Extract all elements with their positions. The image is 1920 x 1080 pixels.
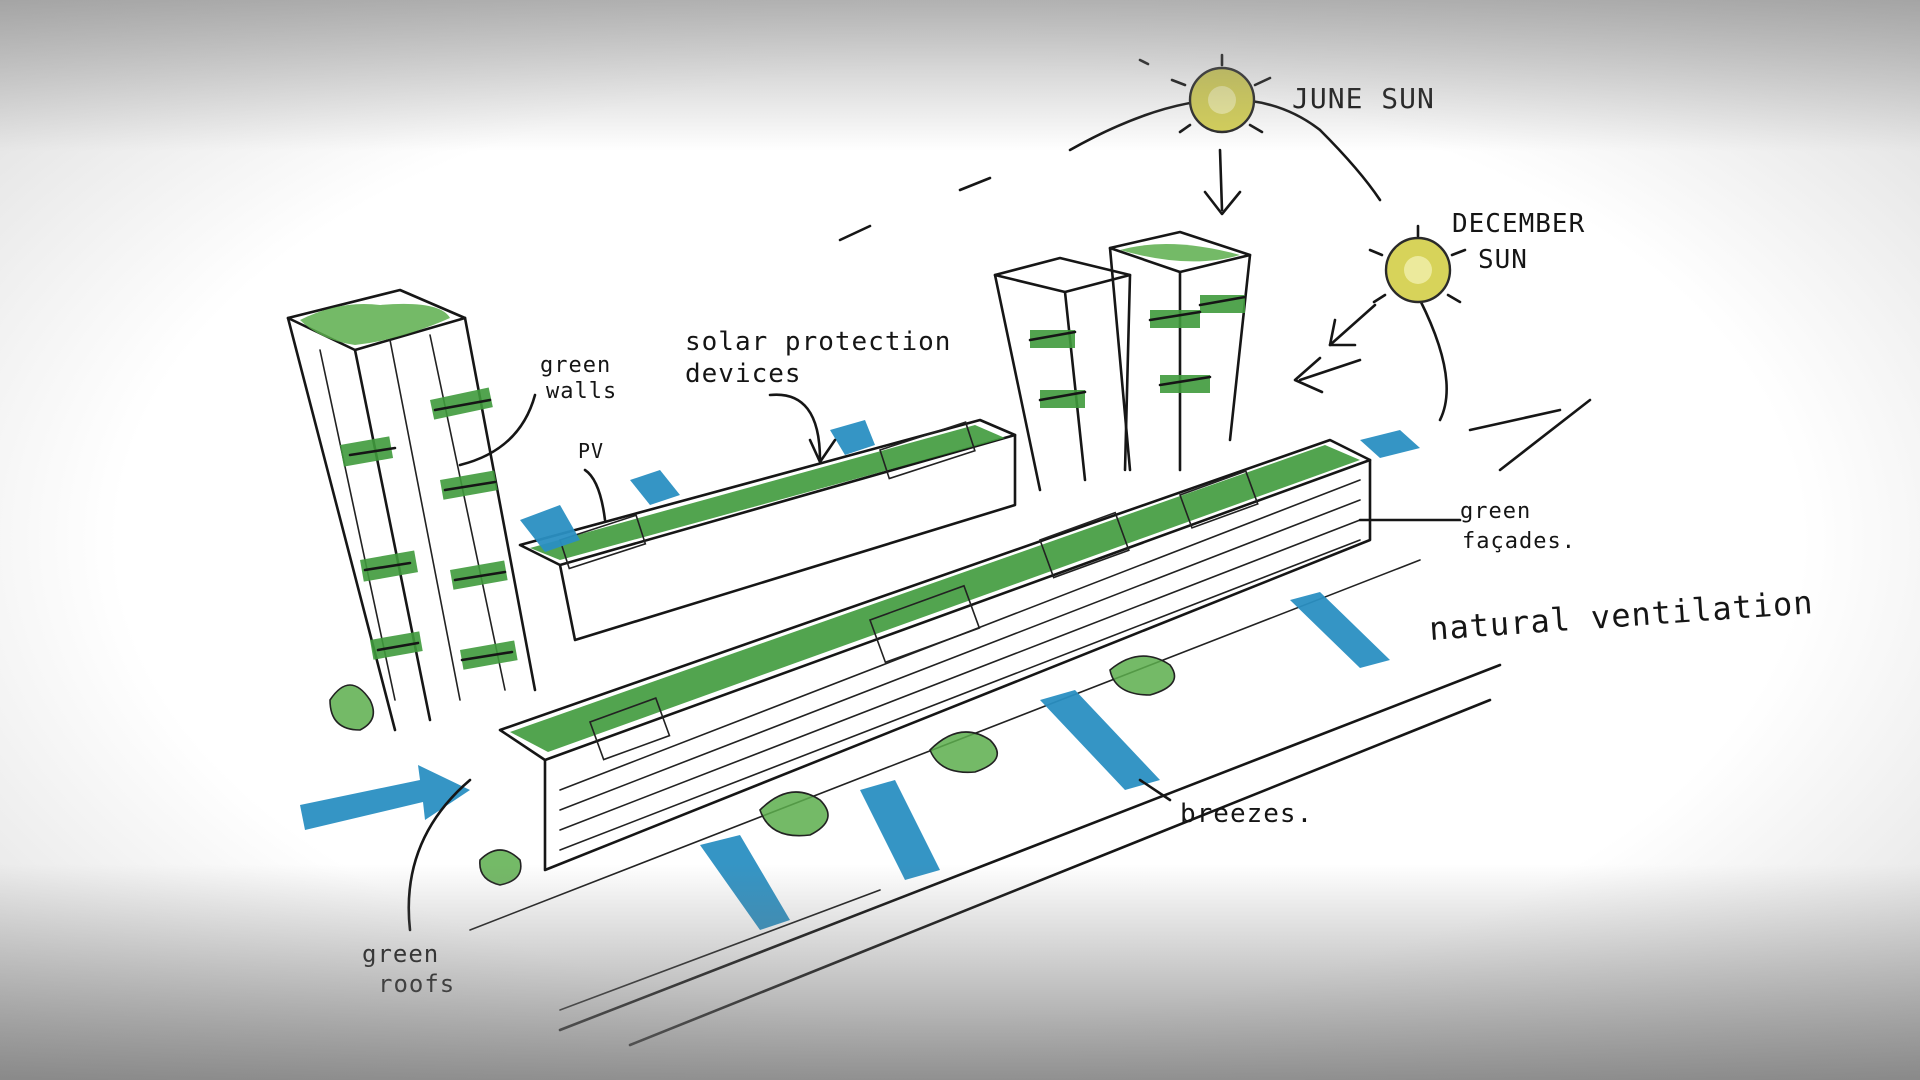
label-june-sun: JUNE SUN bbox=[1292, 82, 1435, 115]
label-green-facades-2: façades. bbox=[1462, 529, 1576, 554]
label-green-facades-1: green bbox=[1460, 499, 1531, 524]
trees bbox=[329, 655, 1176, 886]
left-tower bbox=[286, 288, 537, 732]
label-solar-protection-1: solar protection bbox=[685, 327, 951, 357]
label-green-walls-1: green bbox=[540, 353, 611, 378]
label-green-roofs-1: green bbox=[362, 940, 439, 968]
label-december-sun-1: DECEMBER bbox=[1452, 209, 1585, 239]
back-towers bbox=[993, 230, 1252, 492]
label-december-sun-2: SUN bbox=[1478, 245, 1528, 275]
label-natural-ventilation: natural ventilation bbox=[1428, 583, 1815, 648]
label-breezes: breezes. bbox=[1180, 799, 1313, 829]
label-pv: PV bbox=[578, 439, 604, 463]
june-sun-icon bbox=[1170, 53, 1272, 134]
december-sun-icon bbox=[1368, 224, 1467, 304]
sun-ray-arrows bbox=[1203, 148, 1377, 394]
label-green-walls-2: walls bbox=[546, 379, 617, 404]
label-solar-protection-2: devices bbox=[685, 359, 802, 389]
label-green-roofs-2: roofs bbox=[378, 970, 455, 998]
